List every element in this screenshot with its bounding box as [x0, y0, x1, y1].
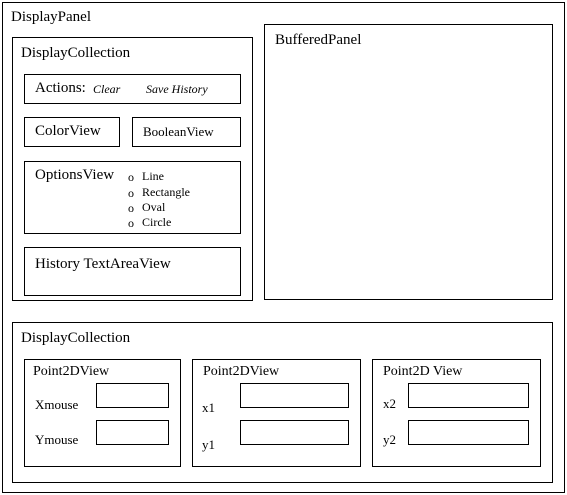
option-bullet[interactable]: o [128, 170, 134, 184]
y1-field[interactable] [240, 420, 349, 445]
ymouse-field[interactable] [96, 420, 169, 445]
point2d-view-p2 [372, 359, 541, 467]
buffered-panel[interactable] [264, 24, 553, 300]
y2-field[interactable] [408, 420, 529, 445]
bottom-collection-title: DisplayCollection [21, 330, 131, 346]
point2d-view-mouse [24, 359, 181, 467]
options-view [24, 161, 241, 234]
options-view-label: OptionsView [35, 167, 115, 183]
history-textarea-view[interactable] [24, 247, 241, 296]
x2-field[interactable] [408, 383, 529, 408]
x2-label: x2 [383, 396, 396, 411]
option-line[interactable]: Line [142, 169, 164, 183]
point2d-view-title: Point2DView [33, 364, 110, 379]
option-bullet[interactable]: o [128, 201, 134, 215]
option-bullet[interactable]: o [128, 216, 134, 230]
option-rectangle[interactable]: Rectangle [142, 185, 190, 199]
boolean-view [132, 117, 241, 147]
ymouse-label: Ymouse [35, 432, 79, 447]
xmouse-field[interactable] [96, 383, 169, 408]
actions-label: Actions: [35, 80, 86, 96]
option-oval[interactable]: Oval [142, 200, 166, 214]
point2d-view-title: Point2DView [203, 364, 280, 379]
top-collection-title: DisplayCollection [21, 45, 131, 61]
xmouse-label: Xmouse [35, 397, 79, 412]
buffered-panel-title: BufferedPanel [275, 32, 362, 48]
option-circle[interactable]: Circle [142, 215, 172, 229]
actions-view [24, 74, 241, 104]
save-history-action[interactable]: Save History [146, 82, 208, 96]
x1-field[interactable] [240, 383, 349, 408]
option-bullet[interactable]: o [128, 186, 134, 200]
point2d-view-p1 [192, 359, 361, 467]
history-view-label: History TextAreaView [35, 256, 171, 272]
x1-label: x1 [202, 400, 215, 415]
boolean-view-label: BooleanView [143, 124, 214, 139]
color-view-label: ColorView [35, 123, 101, 139]
point2d-view-title: Point2D View [383, 364, 463, 379]
y2-label: y2 [383, 432, 396, 447]
display-panel-title: DisplayPanel [11, 9, 91, 25]
y1-label: y1 [202, 437, 215, 452]
clear-action[interactable]: Clear [93, 82, 121, 96]
color-view [24, 117, 120, 147]
